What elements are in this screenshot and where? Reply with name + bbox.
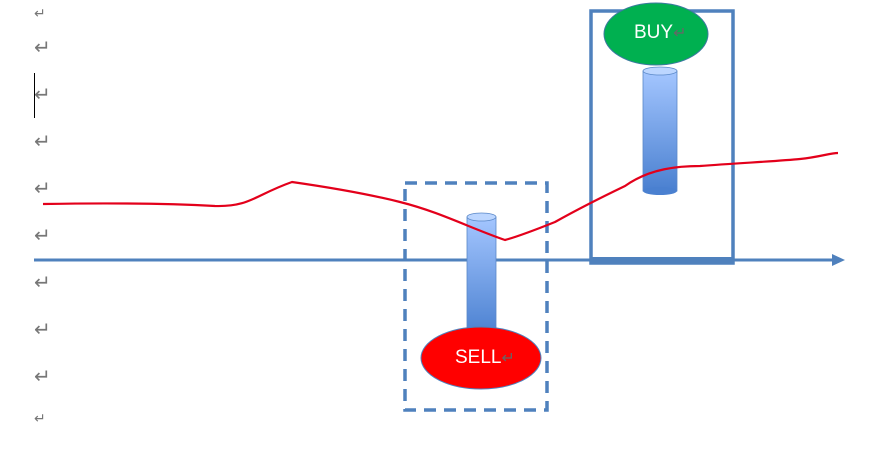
sell-zone-box[interactable] xyxy=(403,181,549,412)
paragraph-mark: ↵ xyxy=(34,84,51,106)
buy-label: BUY↵ xyxy=(634,22,687,43)
paragraph-mark: ↵ xyxy=(34,319,51,341)
axis-arrowhead xyxy=(832,254,845,266)
buy-cylinder[interactable] xyxy=(642,66,678,195)
buy-zone-bottom xyxy=(591,257,733,263)
paragraph-mark: ↵ xyxy=(34,5,46,21)
paragraph-mark: ↵ xyxy=(34,410,46,426)
paragraph-mark: ↵ xyxy=(34,366,51,388)
paragraph-mark: ↵ xyxy=(34,37,51,59)
text-cursor xyxy=(34,73,35,118)
sell-label: SELL↵ xyxy=(455,347,515,368)
price-line[interactable] xyxy=(42,151,839,242)
paragraph-mark: ↵ xyxy=(34,131,51,153)
buy-marker[interactable] xyxy=(603,2,709,66)
paragraph-mark: ↵ xyxy=(34,178,51,200)
paragraph-mark: ↵ xyxy=(34,272,51,294)
paragraph-mark: ↵ xyxy=(34,225,51,247)
sell-marker[interactable] xyxy=(420,326,542,390)
